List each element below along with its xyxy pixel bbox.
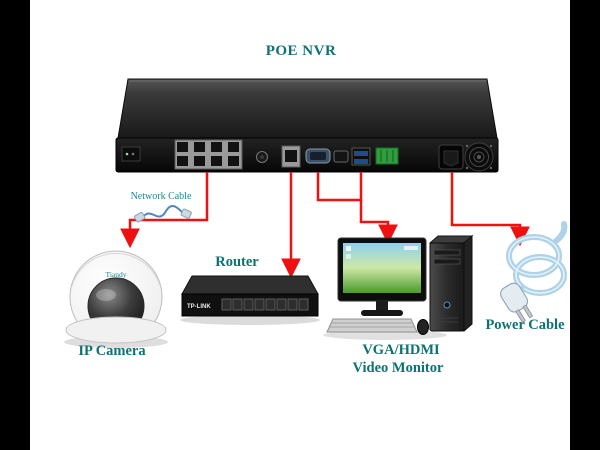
- power-cable-label: Power Cable: [485, 317, 565, 333]
- right-frame-bar: [570, 0, 600, 450]
- nvr-top-face: [117, 78, 498, 139]
- network-cable-icon: [134, 204, 192, 223]
- nvr-power-inlet: [438, 144, 464, 170]
- connection-lines: [120, 172, 530, 279]
- nvr-led: [125, 152, 129, 156]
- router-shadow: [180, 315, 320, 325]
- power-plug: [500, 282, 533, 323]
- nvr-usb-ports: [351, 147, 371, 166]
- nvr-hdmi-port: [333, 150, 349, 163]
- keyboard: [326, 318, 418, 333]
- monitor-setup: [323, 234, 474, 340]
- cable-tail: [553, 221, 568, 244]
- mouse: [417, 319, 429, 335]
- camera-seam: [71, 253, 161, 287]
- ip-camera-device: Tiandy: [64, 250, 168, 348]
- diagram-title: POE NVR: [266, 43, 337, 59]
- camera-base-ring: [65, 316, 167, 344]
- router-brand-text: TP-LINK: [187, 304, 211, 310]
- nvr-audio-pin: [260, 155, 264, 159]
- left-frame-bar: [0, 0, 30, 450]
- router-label: Router: [215, 254, 259, 270]
- wire-nvr-to-camera: [120, 172, 209, 249]
- nvr-terminal-block: [375, 147, 399, 165]
- wire-vga-hdmi-bracket: [316, 172, 363, 202]
- nvr-vga-port: [305, 148, 331, 164]
- plug-prong: [515, 309, 526, 323]
- camera-brand-text: Tiandy: [106, 270, 127, 279]
- nvr-fan-grille: [464, 142, 494, 172]
- cable-coil-sheen: [508, 236, 560, 276]
- nvr-led: [131, 152, 135, 156]
- router-ports: [221, 298, 309, 311]
- monitor-stand: [376, 301, 388, 310]
- ip-camera-label: IP Camera: [78, 343, 146, 359]
- wire-nvr-to-monitor: [359, 200, 398, 245]
- cable-coil-sheen: [515, 256, 565, 294]
- router-top-face: [181, 275, 319, 295]
- wire-nvr-to-power: [450, 172, 530, 247]
- camera-lens-highlight: [96, 289, 116, 301]
- nvr-status-plate: [121, 146, 141, 162]
- power-cable: [500, 221, 568, 323]
- monitor-base: [361, 310, 403, 316]
- plug-prong: [522, 305, 533, 318]
- nvr-lan-port: [281, 145, 301, 168]
- monitor: [337, 237, 427, 316]
- router-device: TP-LINK: [180, 275, 320, 325]
- network-cable-label: Network Cable: [131, 191, 192, 202]
- monitor-screen: [343, 243, 421, 293]
- monitor-label-line2: Video Monitor: [353, 360, 444, 376]
- nvr-poe-port-bank: [174, 139, 243, 170]
- pc-tower: [428, 234, 474, 333]
- nvr-device: [115, 78, 499, 173]
- monitor-label-line1: VGA/HDMI: [362, 342, 440, 358]
